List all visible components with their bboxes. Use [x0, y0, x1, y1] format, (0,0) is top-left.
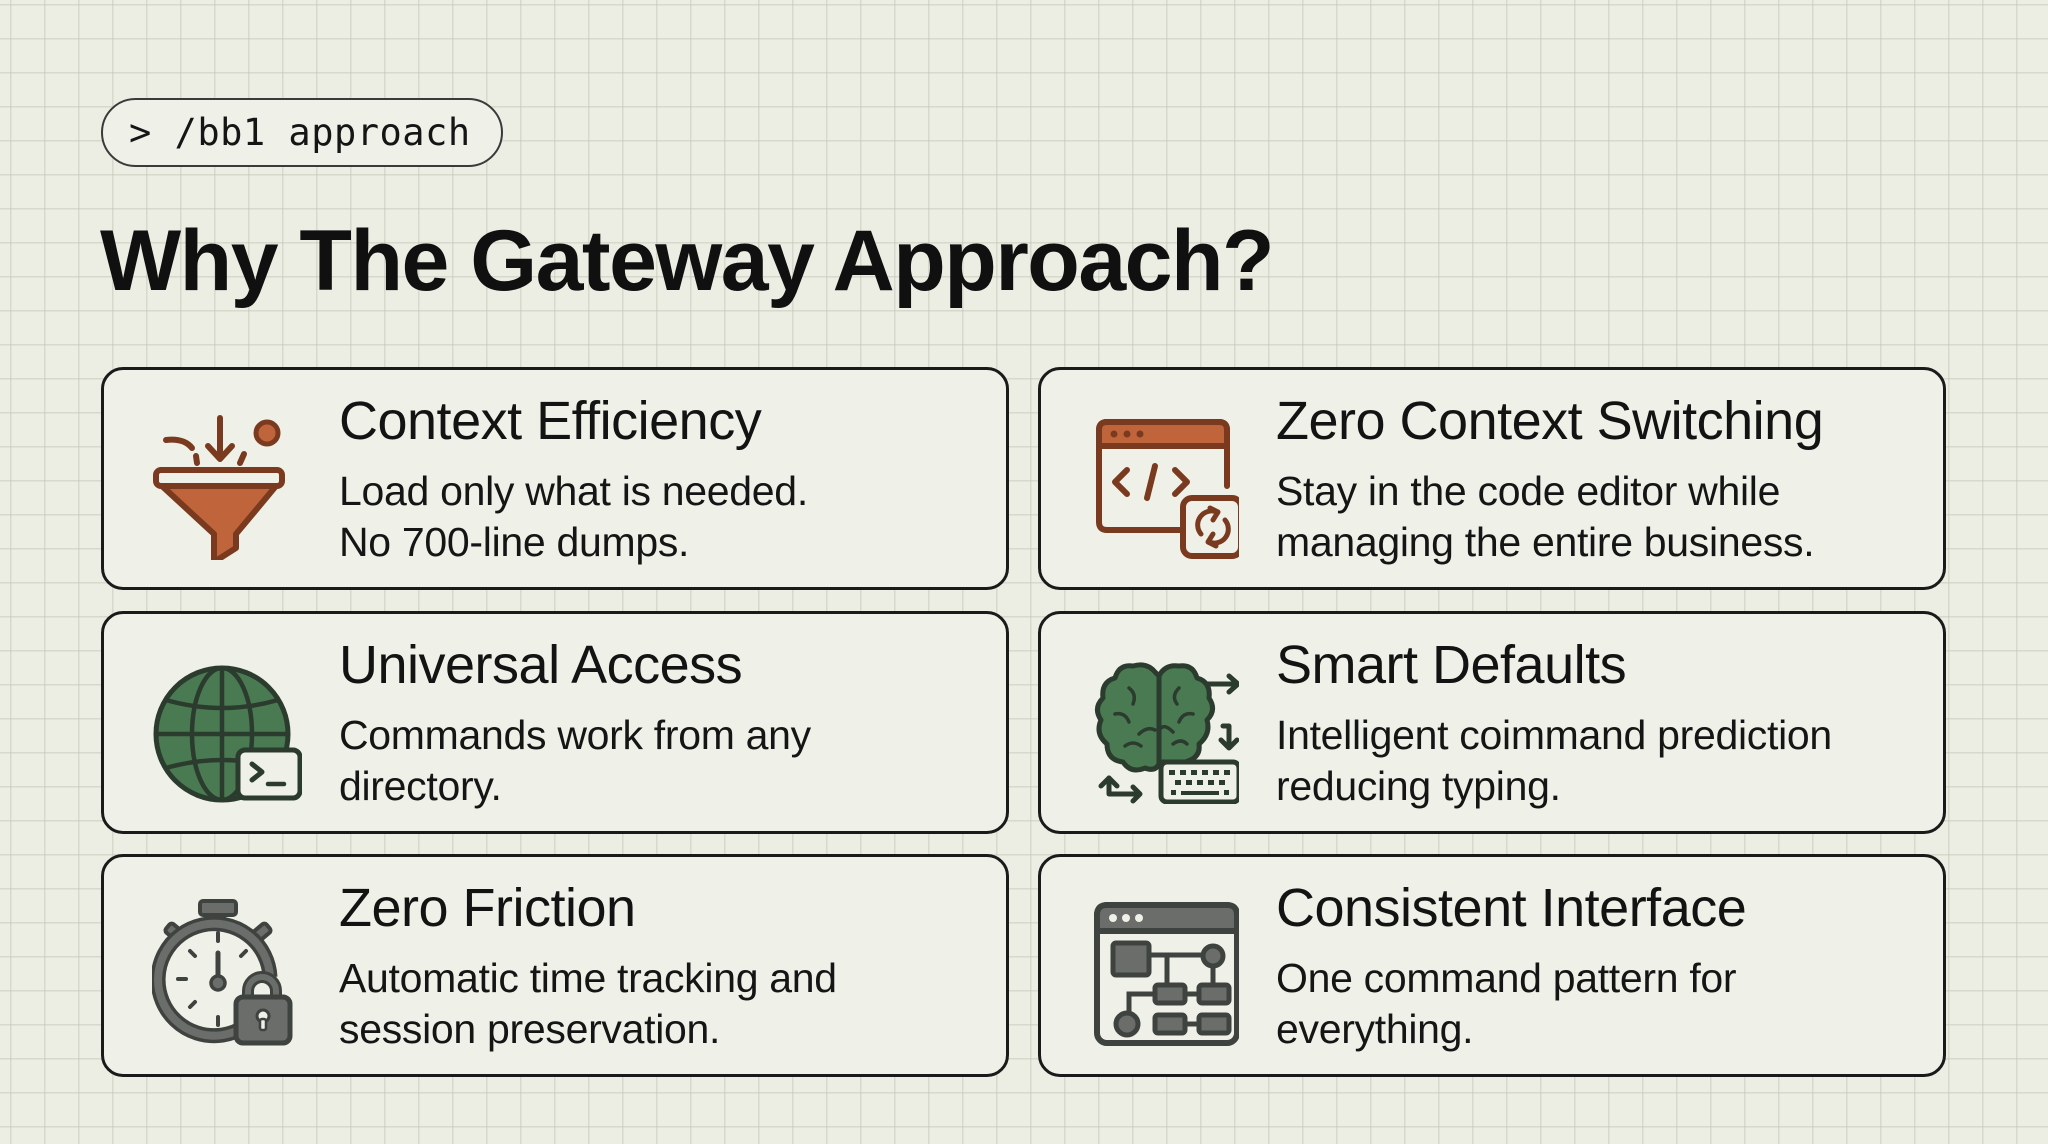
card-body: Intelligent coimmand prediction reducing… [1276, 710, 1832, 812]
card-body-line: Commands work from any [339, 712, 811, 758]
code-editor-sync-icon [1089, 410, 1239, 560]
card-body-line: Load only what is needed. [339, 468, 808, 514]
funnel-icon [152, 410, 302, 560]
globe-terminal-icon [152, 654, 302, 804]
feature-card-universal-access: Universal Access Commands work from any … [101, 611, 1009, 834]
card-body: One command pattern for everything. [1276, 953, 1737, 1055]
card-heading: Universal Access [339, 635, 743, 695]
card-body-line: No 700-line dumps. [339, 519, 690, 565]
feature-card-zero-context-switching: Zero Context Switching Stay in the code … [1038, 367, 1946, 590]
page-title: Why The Gateway Approach? [100, 213, 1275, 309]
feature-card-zero-friction: Zero Friction Automatic time tracking an… [101, 854, 1009, 1077]
card-heading: Consistent Interface [1276, 878, 1747, 938]
card-body-line: everything. [1276, 1006, 1474, 1052]
stopwatch-lock-icon [152, 897, 302, 1047]
card-body: Stay in the code editor while managing t… [1276, 466, 1815, 568]
card-heading: Zero Context Switching [1276, 391, 1824, 451]
card-body: Load only what is needed. No 700-line du… [339, 466, 808, 568]
card-heading: Smart Defaults [1276, 635, 1627, 695]
card-body-line: Intelligent coimmand prediction [1276, 712, 1832, 758]
card-heading: Context Efficiency [339, 391, 762, 451]
brain-keyboard-icon [1089, 654, 1239, 804]
feature-card-smart-defaults: Smart Defaults Intelligent coimmand pred… [1038, 611, 1946, 834]
card-body-line: One command pattern for [1276, 955, 1737, 1001]
card-body: Automatic time tracking and session pres… [339, 953, 837, 1055]
window-flowchart-icon [1089, 897, 1239, 1047]
card-body: Commands work from any directory. [339, 710, 811, 812]
feature-card-consistent-interface: Consistent Interface One command pattern… [1038, 854, 1946, 1077]
card-body-line: directory. [339, 763, 502, 809]
card-body-line: Automatic time tracking and [339, 955, 837, 1001]
feature-card-context-efficiency: Context Efficiency Load only what is nee… [101, 367, 1009, 590]
card-heading: Zero Friction [339, 878, 636, 938]
card-body-line: Stay in the code editor while [1276, 468, 1781, 514]
card-body-line: session preservation. [339, 1006, 721, 1052]
card-body-line: reducing typing. [1276, 763, 1561, 809]
command-pill: > /bb1 approach [101, 98, 503, 167]
card-body-line: managing the entire business. [1276, 519, 1815, 565]
